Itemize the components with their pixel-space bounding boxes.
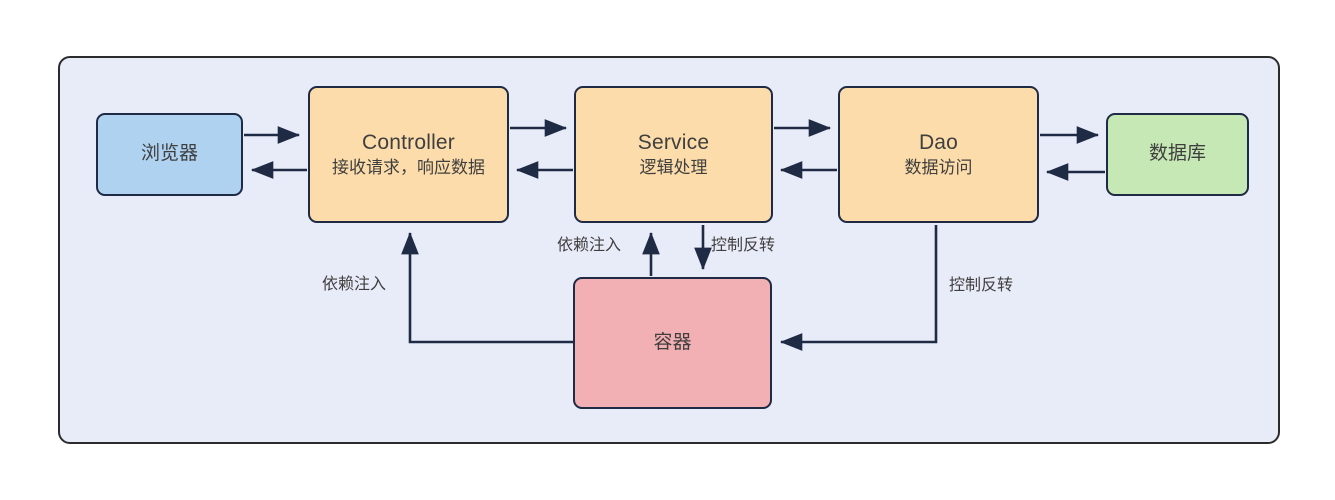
edge-container-to-controller-di <box>401 231 573 344</box>
node-database-title: 数据库 <box>1148 143 1206 165</box>
node-service-subtitle: 逻辑处理 <box>639 158 708 178</box>
edge-label-inversion-of-control-right: 控制反转 <box>949 277 1014 294</box>
node-controller-subtitle: 接收请求，响应数据 <box>332 158 485 178</box>
node-container-title: 容器 <box>653 331 692 353</box>
edge-label-dependency-injection-mid: 依赖注入 <box>557 237 622 254</box>
edge-label-dependency-injection-left: 依赖注入 <box>322 276 387 293</box>
edge-dao-to-container-ioc <box>779 225 938 351</box>
node-browser[interactable]: 浏览器 <box>96 113 243 196</box>
node-dao[interactable]: Dao 数据访问 <box>838 86 1039 223</box>
node-controller-title: Controller <box>361 131 456 155</box>
node-dao-title: Dao <box>918 131 959 155</box>
node-dao-subtitle: 数据访问 <box>904 158 973 178</box>
node-service[interactable]: Service 逻辑处理 <box>574 86 773 223</box>
node-controller[interactable]: Controller 接收请求，响应数据 <box>308 86 509 223</box>
edge-label-inversion-of-control-mid: 控制反转 <box>711 237 776 254</box>
node-browser-title: 浏览器 <box>140 143 198 165</box>
node-container[interactable]: 容器 <box>573 277 772 409</box>
node-database[interactable]: 数据库 <box>1106 113 1249 196</box>
node-service-title: Service <box>637 131 710 155</box>
